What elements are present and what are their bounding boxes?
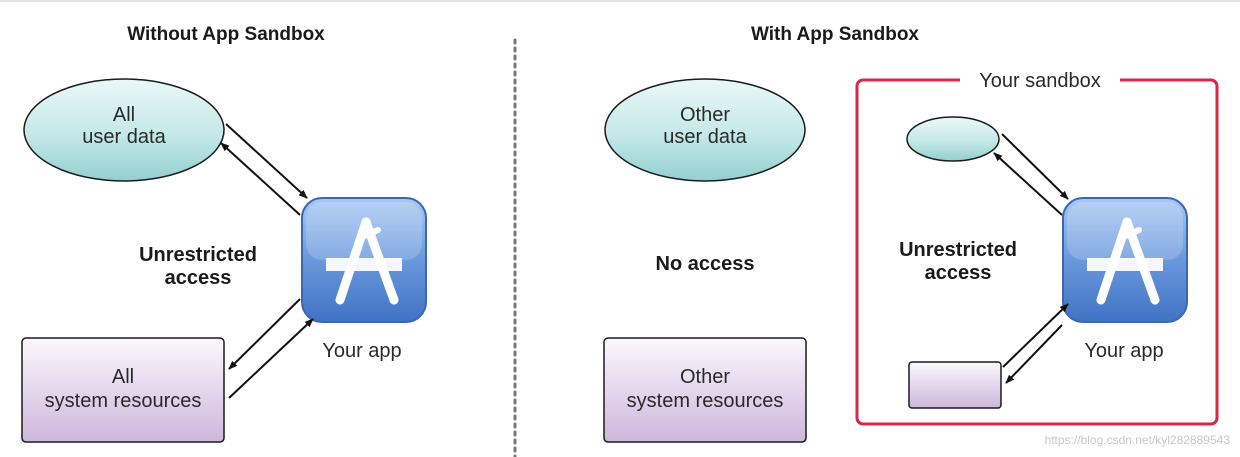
right-system-line1: Other [680, 366, 730, 388]
left-user-data-line1: All [113, 104, 135, 126]
left-arrow-to-app [225, 123, 308, 199]
right-user-data-line1: Other [680, 104, 730, 126]
left-arrow-from-system [228, 318, 314, 399]
right-app-label: Your app [1084, 340, 1163, 362]
left-system-line1: All [112, 366, 134, 388]
sandbox-container: Your sandbox [855, 68, 1219, 426]
left-app-icon [302, 198, 426, 322]
left-title: Without App Sandbox [127, 24, 325, 45]
right-arrow-to-system [1005, 324, 1063, 384]
left-app-label: Your app [322, 340, 401, 362]
right-access-line1: Unrestricted [899, 239, 1017, 261]
right-arrow-from-system [1002, 303, 1069, 368]
right-no-access: No access [656, 253, 755, 275]
right-user-data-line2: user data [663, 126, 747, 148]
left-user-data-line2: user data [82, 126, 166, 148]
left-system-resources-box: All system resources [21, 337, 225, 443]
watermark: https://blog.csdn.net/kyl282889543 [1045, 433, 1231, 447]
right-access-line2: access [925, 262, 992, 284]
right-app-icon [1063, 198, 1187, 322]
left-access-line1: Unrestricted [139, 244, 257, 266]
right-title: With App Sandbox [751, 24, 919, 45]
right-arrow-to-app [1001, 133, 1069, 200]
sandbox-label: Your sandbox [979, 70, 1101, 92]
left-user-data-ellipse: All user data [23, 78, 225, 182]
right-system-resources-box: Other system resources [603, 337, 807, 443]
left-arrow-from-app [220, 142, 301, 216]
left-access-line2: access [165, 267, 232, 289]
right-arrow-from-app [993, 152, 1063, 216]
left-arrow-to-system [228, 298, 301, 370]
right-system-line2: system resources [627, 390, 784, 412]
sandbox-user-data-ellipse [906, 116, 1000, 162]
sandbox-system-resources-box [908, 361, 1002, 409]
left-system-line2: system resources [45, 390, 202, 412]
right-user-data-ellipse: Other user data [604, 78, 806, 182]
